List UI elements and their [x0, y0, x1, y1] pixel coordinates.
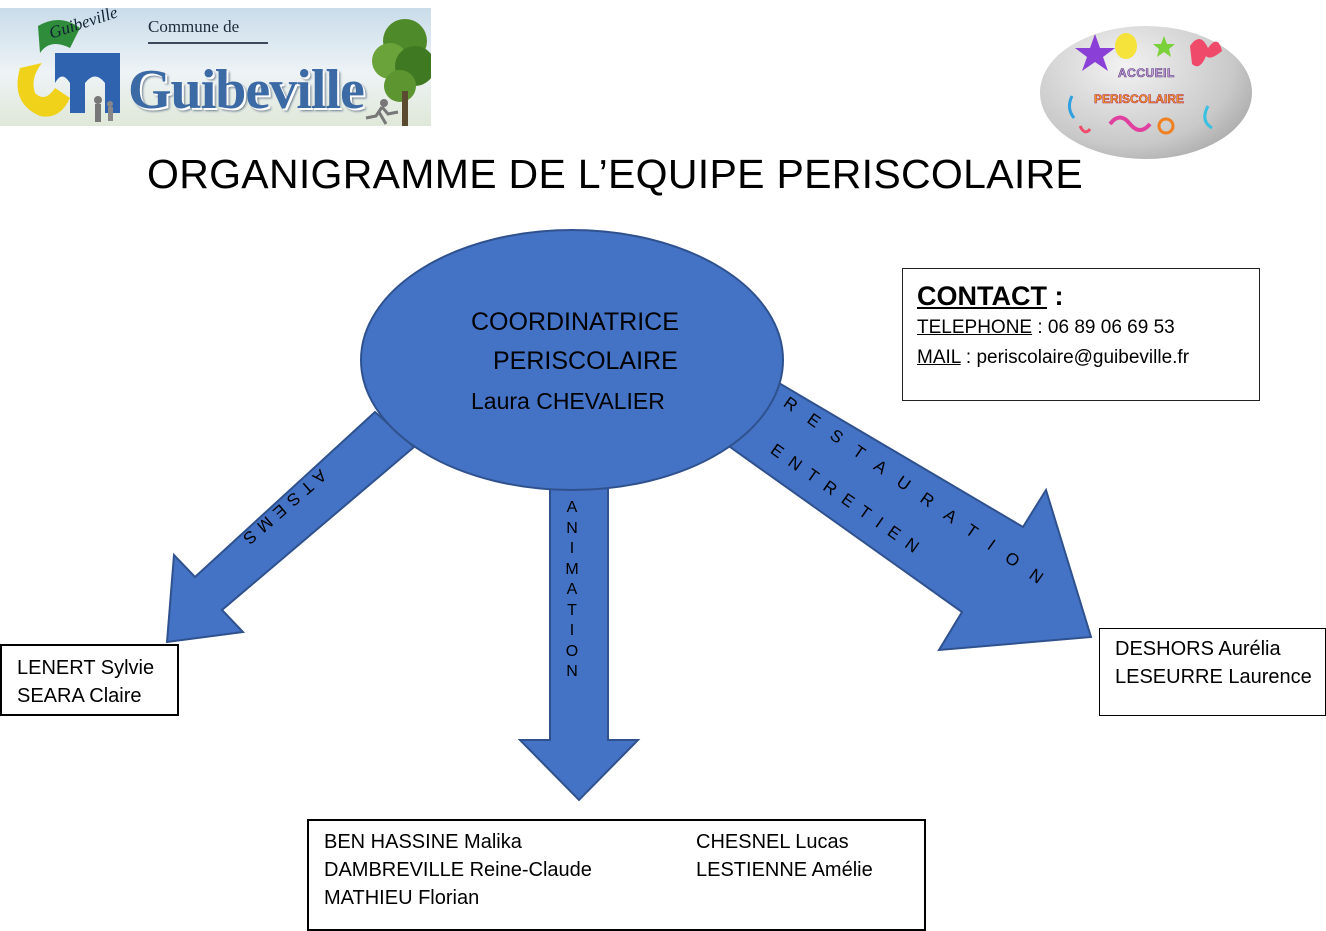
atsem-members-box: LENERT Sylvie SEARA Claire [0, 644, 179, 716]
contact-mail-value: : periscolaire@guibeville.fr [960, 347, 1190, 368]
animation-label-letter: N [566, 663, 578, 680]
logo-accueil-text: ACCUEIL [1118, 66, 1175, 81]
animation-label-letter: I [569, 622, 575, 639]
list-item: LENERT Sylvie [17, 657, 155, 679]
list-item: DAMBREVILLE Reine-Claude [324, 859, 592, 881]
list-item: DESHORS Aurélia [1115, 638, 1281, 660]
contact-phone-label: TELEPHONE [917, 317, 1033, 338]
animation-members-right: CHESNEL Lucas LESTIENNE Amélie [696, 828, 873, 884]
guibeville-logo: Guibeville Commune de Guibeville [0, 8, 431, 126]
list-item: BEN HASSINE Malika [324, 831, 522, 853]
list-item: SEARA Claire [17, 685, 142, 707]
contact-phone: TELEPHONE : 06 89 06 69 53 [917, 313, 1245, 343]
animation-label-letter: M [565, 560, 579, 578]
list-item: CHESNEL Lucas [696, 831, 849, 853]
contact-box: CONTACT : TELEPHONE : 06 89 06 69 53 MAI… [902, 268, 1260, 401]
coordinator-ellipse [360, 229, 784, 491]
animation-label-letter: A [566, 581, 578, 598]
coordinator-role-line1: COORDINATRICE [471, 308, 679, 336]
logo-periscolaire-text: PERISCOLAIRE [1094, 92, 1185, 107]
contact-mail: MAIL : periscolaire@guibeville.fr [917, 343, 1245, 373]
contact-phone-value: : 06 89 06 69 53 [1032, 317, 1175, 338]
coordinator-name: Laura CHEVALIER [471, 388, 665, 414]
runner-icon [365, 99, 399, 125]
page-title: ORGANIGRAMME DE L’EQUIPE PERISCOLAIRE [147, 151, 1084, 197]
animation-label-letter: A [566, 499, 578, 516]
accueil-periscolaire-logo: ACCUEIL PERISCOLAIRE [1040, 26, 1252, 159]
guibeville-emblem-icon [17, 19, 120, 122]
contact-heading: CONTACT : [917, 281, 1064, 311]
logo-commune-label: Commune de [148, 17, 240, 36]
list-item: MATHIEU Florian [324, 887, 480, 909]
animation-members-left: BEN HASSINE Malika DAMBREVILLE Reine-Cla… [324, 828, 592, 912]
animation-label-letter: I [569, 540, 575, 557]
logo-underline [148, 42, 268, 44]
atsem-arrow [165, 410, 416, 644]
animation-label-letter: N [566, 519, 578, 537]
list-item: LESTIENNE Amélie [696, 859, 873, 881]
coordinator-role-line2: PERISCOLAIRE [493, 347, 678, 375]
list-item: LESEURRE Laurence [1115, 666, 1312, 688]
restauration-members-box: DESHORS Aurélia LESEURRE Laurence [1099, 628, 1326, 716]
contact-mail-label: MAIL [917, 347, 961, 368]
logo-decorations-icon [1067, 33, 1222, 135]
logo-town-name: Guibeville [128, 59, 365, 121]
animation-arrow [517, 487, 641, 802]
animation-members-box: BEN HASSINE Malika DAMBREVILLE Reine-Cla… [307, 819, 926, 931]
restauration-arrow [728, 374, 1093, 652]
animation-label-letter: T [567, 601, 577, 619]
tree-icon [372, 19, 431, 126]
animation-label-letter: O [565, 642, 579, 660]
